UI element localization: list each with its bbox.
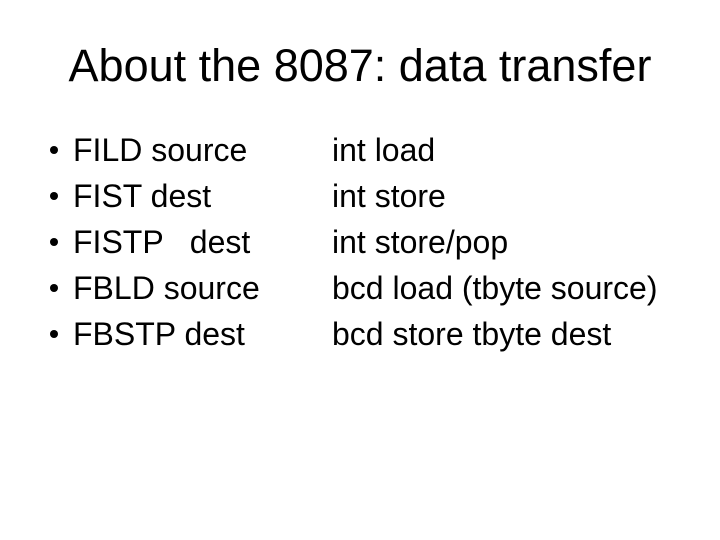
instruction-mnemonic: FBLD source <box>73 270 260 306</box>
slide-title: About the 8087: data transfer <box>68 40 652 91</box>
instruction-description: bcd store tbyte dest <box>332 316 612 352</box>
instruction-description: int store/pop <box>332 224 509 260</box>
list-item: FIST dest int store <box>50 173 690 219</box>
instruction-description: bcd load (tbyte source) <box>332 270 658 306</box>
instruction-mnemonic: FIST dest <box>73 178 212 214</box>
list-item: FBSTP dest bcd store tbyte dest <box>50 311 690 357</box>
instruction-mnemonic: FILD source <box>73 132 248 168</box>
bullet-icon <box>50 238 58 246</box>
bullet-icon <box>50 330 58 338</box>
instruction-mnemonic: FBSTP dest <box>73 316 245 352</box>
instruction-mnemonic: FISTP dest <box>73 224 251 260</box>
bullet-icon <box>50 146 58 154</box>
bullet-icon <box>50 192 58 200</box>
list-item: FILD source int load <box>50 127 690 173</box>
instruction-list: FILD source int load FIST dest int store… <box>50 127 690 357</box>
list-item: FISTP dest int store/pop <box>50 219 690 265</box>
instruction-description: int load <box>332 132 436 168</box>
list-item: FBLD source bcd load (tbyte source) <box>50 265 690 311</box>
instruction-description: int store <box>332 178 446 214</box>
bullet-icon <box>50 284 58 292</box>
